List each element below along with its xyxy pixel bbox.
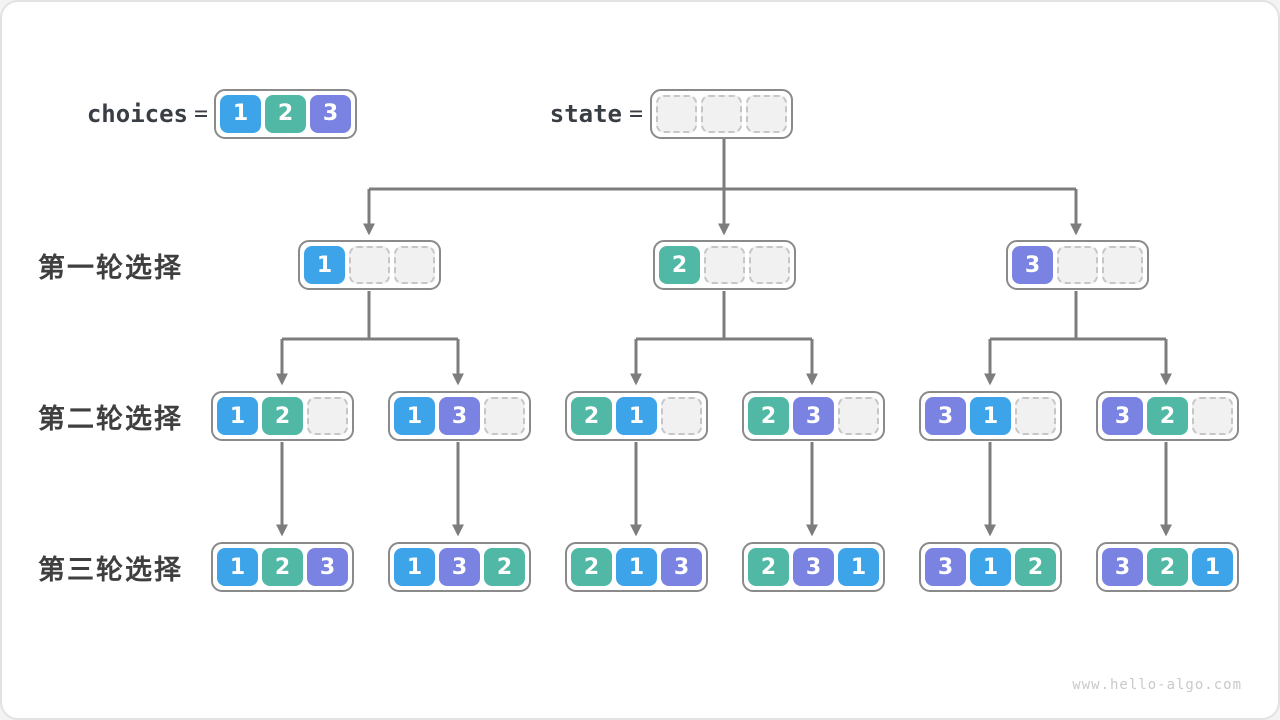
value-cell-1: 1 [838,548,879,586]
value-cell-1: 1 [394,397,435,435]
value-cell-3: 3 [1012,246,1053,284]
value-cell-3: 3 [793,397,834,435]
value-cell-2: 2 [571,397,612,435]
state-array-box [650,88,793,139]
value-cell-1: 1 [220,94,261,133]
equals-sign: = [629,100,643,127]
value-cell-3: 3 [439,397,480,435]
empty-slot [746,94,787,133]
value-cell-3: 3 [1102,397,1143,435]
empty-slot [749,246,790,284]
value-cell-3: 3 [925,397,966,435]
value-cell-2: 2 [571,548,612,586]
empty-slot [1102,246,1143,284]
empty-slot [484,397,525,435]
round-label-1: 第一轮选择 [38,252,183,284]
empty-slot [1057,246,1098,284]
value-cell-3: 3 [925,548,966,586]
value-cell-2: 2 [265,94,306,133]
value-cell-1: 1 [394,548,435,586]
watermark: www.hello-algo.com [1072,677,1242,693]
round-label-2: 第二轮选择 [38,403,183,435]
value-cell-2: 2 [484,548,525,586]
value-cell-1: 1 [217,397,258,435]
empty-slot [838,397,879,435]
value-cell-1: 1 [217,548,258,586]
value-cell-3: 3 [307,548,348,586]
value-cell-2: 2 [1015,548,1056,586]
state-keyword: state [549,99,622,128]
value-cell-1: 1 [304,246,345,284]
value-cell-3: 3 [310,94,351,133]
empty-slot [394,246,435,284]
empty-slot [701,94,742,133]
state-header: state = [518,88,793,139]
empty-slot [1192,397,1233,435]
value-cell-2: 2 [1147,397,1188,435]
empty-slot [349,246,390,284]
value-cell-3: 3 [1102,548,1143,586]
node-level1-1: 1 [298,240,441,290]
choices-keyword: choices [86,99,188,128]
value-cell-2: 2 [1147,548,1188,586]
node-level1-3: 3 [1006,240,1149,290]
value-cell-1: 1 [970,548,1011,586]
empty-slot [656,94,697,133]
equals-sign: = [194,100,208,127]
value-cell-2: 2 [659,246,700,284]
value-cell-3: 3 [793,548,834,586]
value-cell-1: 1 [616,548,657,586]
value-cell-3: 3 [439,548,480,586]
value-cell-2: 2 [262,548,303,586]
empty-slot [307,397,348,435]
empty-slot [1015,397,1056,435]
empty-slot [661,397,702,435]
value-cell-1: 1 [1192,548,1233,586]
value-cell-1: 1 [616,397,657,435]
value-cell-3: 3 [661,548,702,586]
empty-slot [704,246,745,284]
value-cell-2: 2 [748,548,789,586]
value-cell-2: 2 [748,397,789,435]
node-level1-2: 2 [653,240,796,290]
round-label-3: 第三轮选择 [38,554,183,586]
value-cell-1: 1 [970,397,1011,435]
value-cell-2: 2 [262,397,303,435]
